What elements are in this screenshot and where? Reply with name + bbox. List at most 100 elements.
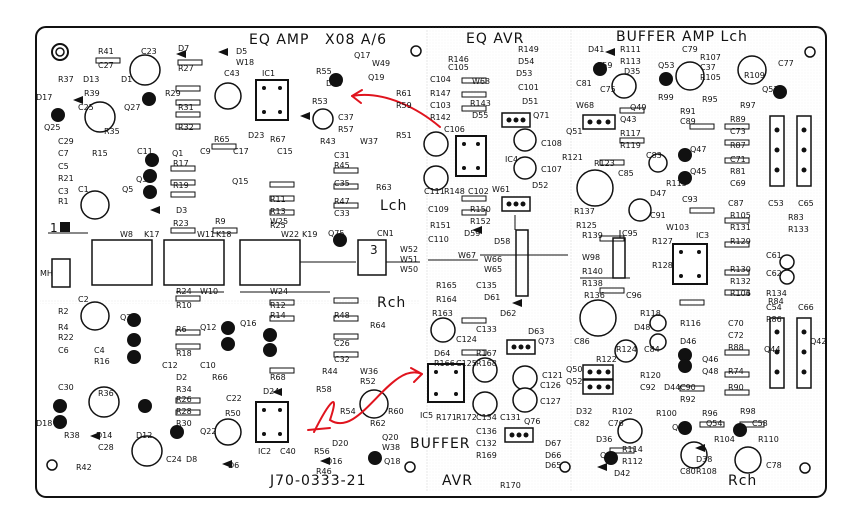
component-label: W11 [197,230,216,239]
component-label: R99 [658,93,674,102]
component-label: C124 [456,335,477,344]
component-label: R65 [214,135,230,144]
component-label: W66 [484,255,503,264]
component-label: R17 [173,159,189,168]
component-label: R105 [700,73,721,82]
component-label: R31 [178,103,194,112]
component-label: R114 [622,445,643,454]
component-label: Q27 [124,103,141,112]
component-label: C89 [680,117,696,126]
component-label: C72 [728,331,744,340]
component-label: C6 [58,346,69,355]
component-label: Q44 [764,345,781,354]
component-label: W98 [582,253,601,262]
component-label: C125 [456,359,477,368]
component-label: R87 [730,141,746,150]
component-label: C1 [78,185,89,194]
component-label: R14 [270,311,286,320]
component-label: IC2 [258,447,272,456]
component-label: D20 [332,439,349,448]
component-label: R95 [702,95,718,104]
component-label: R139 [582,231,603,240]
component-label: Q15 [232,177,249,186]
component-label: D48 [634,323,651,332]
component-label: R39 [84,89,100,98]
component-label: D5 [236,47,248,56]
component-label: C78 [766,461,782,470]
component-label: R4 [58,323,69,332]
component-label: R89 [730,115,746,124]
component-label: R124 [616,345,637,354]
pin-3-marker: 3 [370,243,378,257]
component-label: C31 [334,151,350,160]
component-label: C95 [622,229,638,238]
component-label: R18 [176,349,192,358]
component-label: Q59 [596,61,613,70]
component-label: C22 [226,394,242,403]
component-label: R129 [730,237,751,246]
component-label: R149 [518,45,539,54]
component-label: R83 [788,213,804,222]
component-label: R30 [176,419,192,428]
component-label: C3 [58,187,69,196]
component-label: R164 [436,295,457,304]
component-label: Q46 [702,355,719,364]
component-label: R111 [620,45,641,54]
component-label: C86 [574,337,590,346]
component-label: D8 [186,455,198,464]
component-label: Q3 [136,175,148,184]
component-label: D65 [545,461,562,470]
component-label: Q52 [566,377,583,386]
component-label: Q54 [706,419,723,428]
component-label: C92 [640,383,656,392]
component-label: C107 [541,165,562,174]
component-label: R113 [620,57,641,66]
component-label: R81 [730,167,746,176]
component-label: R107 [700,53,721,62]
component-label: C27 [98,61,114,70]
component-label: C136 [476,427,497,436]
component-label: C11 [137,147,153,156]
component-label: C62 [766,269,782,278]
component-label: R165 [436,281,457,290]
component-label: R106 [730,289,751,298]
component-label: R1 [58,197,69,206]
component-label: R56 [314,447,330,456]
component-label: D59 [464,229,481,238]
component-label: R127 [652,237,673,246]
component-label: R167 [476,349,497,358]
component-label: C15 [277,147,293,156]
component-label: K17 [144,230,160,239]
component-label: C12 [162,361,178,370]
component-label: C110 [428,235,449,244]
component-label: C58 [752,419,768,428]
component-label: R84 [768,297,784,306]
component-label: C126 [540,381,561,390]
component-label: C70 [728,319,744,328]
component-label: R43 [320,137,336,146]
component-label: R170 [500,481,521,490]
component-label: R96 [702,409,718,418]
component-label: C132 [476,439,497,448]
component-label: R133 [788,225,809,234]
component-label: IC1 [262,69,276,78]
component-label: Q22 [200,427,217,436]
component-label: C65 [798,199,814,208]
component-label: R66 [212,373,228,382]
component-label: R131 [730,223,751,232]
component-label: R32 [178,123,194,132]
component-label: Q1 [172,149,184,158]
component-label: R172 [456,413,477,422]
component-label: D36 [596,435,613,444]
component-label: W63 [472,77,491,86]
component-label: Q73 [538,337,555,346]
component-label: C30 [58,383,74,392]
component-label: R92 [680,395,696,404]
component-label: R130 [730,265,751,274]
component-label: W22 [281,230,300,239]
component-label: W38 [382,443,401,452]
component-label: C93 [682,195,698,204]
component-label: R171 [436,413,457,422]
component-label: D63 [528,327,545,336]
component-label: R10 [176,301,192,310]
